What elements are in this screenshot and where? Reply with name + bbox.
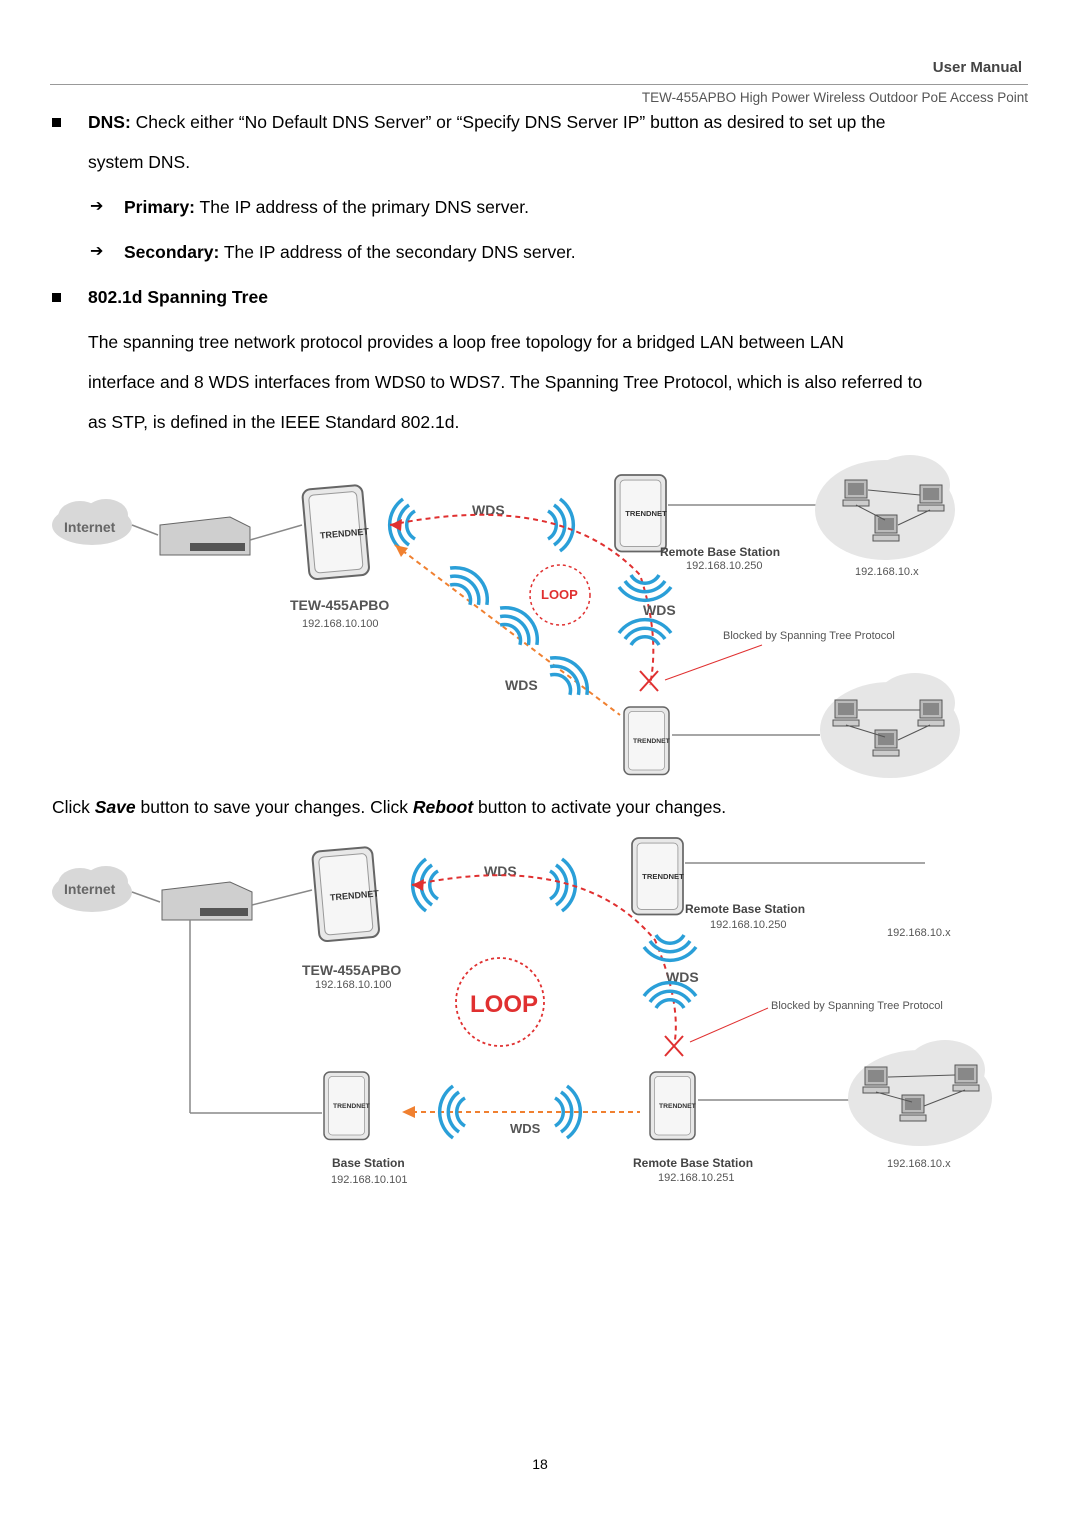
blocked-x-icon: [639, 670, 659, 692]
switch-icon: [159, 516, 251, 556]
lan-cloud-icon: [815, 455, 955, 560]
internet-label: Internet: [64, 881, 116, 897]
save-note: Click Save button to save your changes. …: [52, 795, 726, 819]
primary-label: Primary:: [124, 197, 196, 217]
internet-label: Internet: [64, 519, 116, 535]
loop-label: LOOP: [541, 587, 578, 602]
switch-icon: [161, 881, 253, 921]
remote-station-ip: 192.168.10.250: [710, 919, 786, 931]
wds-signal-icon: [642, 933, 698, 963]
dns-paragraph: DNS: Check either “No Default DNS Server…: [88, 110, 886, 134]
save-note-part3: button to activate your changes.: [473, 797, 727, 817]
wds-mid-label: WDS: [666, 969, 699, 985]
dns-label: DNS:: [88, 112, 131, 132]
page-number: 18: [532, 1456, 548, 1472]
bullet-square-icon: [52, 293, 61, 302]
bullet-square-icon: [52, 118, 61, 127]
stp-line3: as STP, is defined in the IEEE Standard …: [88, 412, 460, 432]
stp-loop-diagram-1: Internet TRENDNET TEW-455APBO 192.168.10…: [52, 455, 960, 778]
wds-top-label: WDS: [484, 863, 517, 879]
loop-circle: [529, 564, 591, 626]
header-subtitle: TEW-455APBO High Power Wireless Outdoor …: [641, 90, 1028, 105]
right-arrow-icon: ➔: [90, 198, 104, 215]
lan-cloud-icon: [848, 1040, 992, 1146]
wds-signal-icon: [617, 617, 673, 647]
save-note-part2: button to save your changes. Click: [135, 797, 413, 817]
wds-signal-icon: [617, 573, 673, 603]
device-ip-label: 192.168.10.100: [315, 979, 391, 991]
lan-ip-label-bottom: 192.168.10.x: [887, 1158, 951, 1170]
loop-circle: [455, 957, 545, 1047]
wds-signal-icon: [489, 596, 549, 656]
internet-cloud-icon: [52, 866, 132, 912]
access-point-icon: TRENDNET: [311, 845, 381, 943]
remote-station-label: Remote Base Station: [660, 545, 780, 559]
brand-label: TRENDNET: [330, 888, 380, 902]
blocked-label: Blocked by Spanning Tree Protocol: [771, 1000, 943, 1012]
right-arrow-icon: ➔: [90, 243, 104, 260]
dns-text-line1: Check either “No Default DNS Server” or …: [130, 112, 886, 132]
wds-link-line: [389, 513, 655, 686]
loop-label: LOOP: [470, 991, 538, 1018]
brand-label: TRENDNET: [633, 738, 671, 745]
remote-station-label: Remote Base Station: [685, 902, 805, 916]
header-divider: [50, 84, 1028, 85]
dns-text-line2: system DNS.: [88, 152, 191, 172]
wds-link-line: [394, 544, 621, 716]
stp-loop-diagram-2: Internet TRENDNET TEW-455APBO 192.168.10…: [52, 837, 992, 1186]
wds-signal-icon: [439, 556, 499, 616]
stp-heading: 802.1d Spanning Tree: [88, 287, 268, 307]
brand-label: TRENDNET: [659, 1103, 697, 1110]
brand-label: TRENDNET: [320, 526, 370, 540]
lan-cloud-icon: [820, 673, 960, 778]
access-point-icon: TRENDNET: [631, 837, 684, 916]
stp-line2: interface and 8 WDS interfaces from WDS0…: [88, 372, 923, 392]
primary-text: The IP address of the primary DNS server…: [195, 197, 529, 217]
wds-bottom-label: WDS: [510, 1121, 541, 1136]
secondary-text: The IP address of the secondary DNS serv…: [219, 242, 576, 262]
save-keyword: Save: [94, 797, 136, 817]
remote-station-2-label: Remote Base Station: [633, 1156, 753, 1170]
brand-label: TRENDNET: [642, 872, 684, 881]
secondary-item: Secondary: The IP address of the seconda…: [124, 240, 576, 264]
access-point-icon: TRENDNET: [623, 706, 671, 776]
brand-label: TRENDNET: [625, 509, 667, 518]
lan-ip-label: 192.168.10.x: [855, 566, 919, 578]
access-point-icon: TRENDNET: [649, 1071, 697, 1141]
device-name-label: TEW-455APBO: [302, 962, 401, 978]
remote-station-2-ip: 192.168.10.251: [658, 1172, 734, 1184]
base-station-ip: 192.168.10.101: [331, 1174, 407, 1186]
base-station-label: Base Station: [332, 1156, 405, 1170]
device-ip-label: 192.168.10.100: [302, 618, 378, 630]
wds-mid-label: WDS: [643, 602, 676, 618]
reboot-keyword: Reboot: [412, 797, 474, 817]
stp-line1: The spanning tree network protocol provi…: [88, 332, 844, 352]
blocked-label: Blocked by Spanning Tree Protocol: [723, 630, 895, 642]
internet-cloud-icon: [52, 499, 132, 545]
brand-label: TRENDNET: [333, 1103, 371, 1110]
save-note-part1: Click: [52, 797, 95, 817]
primary-item: Primary: The IP address of the primary D…: [124, 195, 529, 219]
header-title: User Manual: [932, 59, 1022, 76]
device-name-label: TEW-455APBO: [290, 597, 389, 613]
remote-station-ip: 192.168.10.250: [686, 560, 762, 572]
wds-link-line: [411, 874, 677, 1041]
blocked-x-icon: [664, 1035, 684, 1057]
wds-signal-icon: [548, 857, 578, 913]
secondary-label: Secondary:: [124, 242, 220, 262]
access-point-icon: TRENDNET: [301, 483, 371, 581]
access-point-icon: TRENDNET: [614, 474, 667, 553]
lan-ip-label-top: 192.168.10.x: [887, 927, 951, 939]
wds-bottom-label: WDS: [505, 677, 538, 693]
access-point-icon: TRENDNET: [323, 1071, 371, 1141]
